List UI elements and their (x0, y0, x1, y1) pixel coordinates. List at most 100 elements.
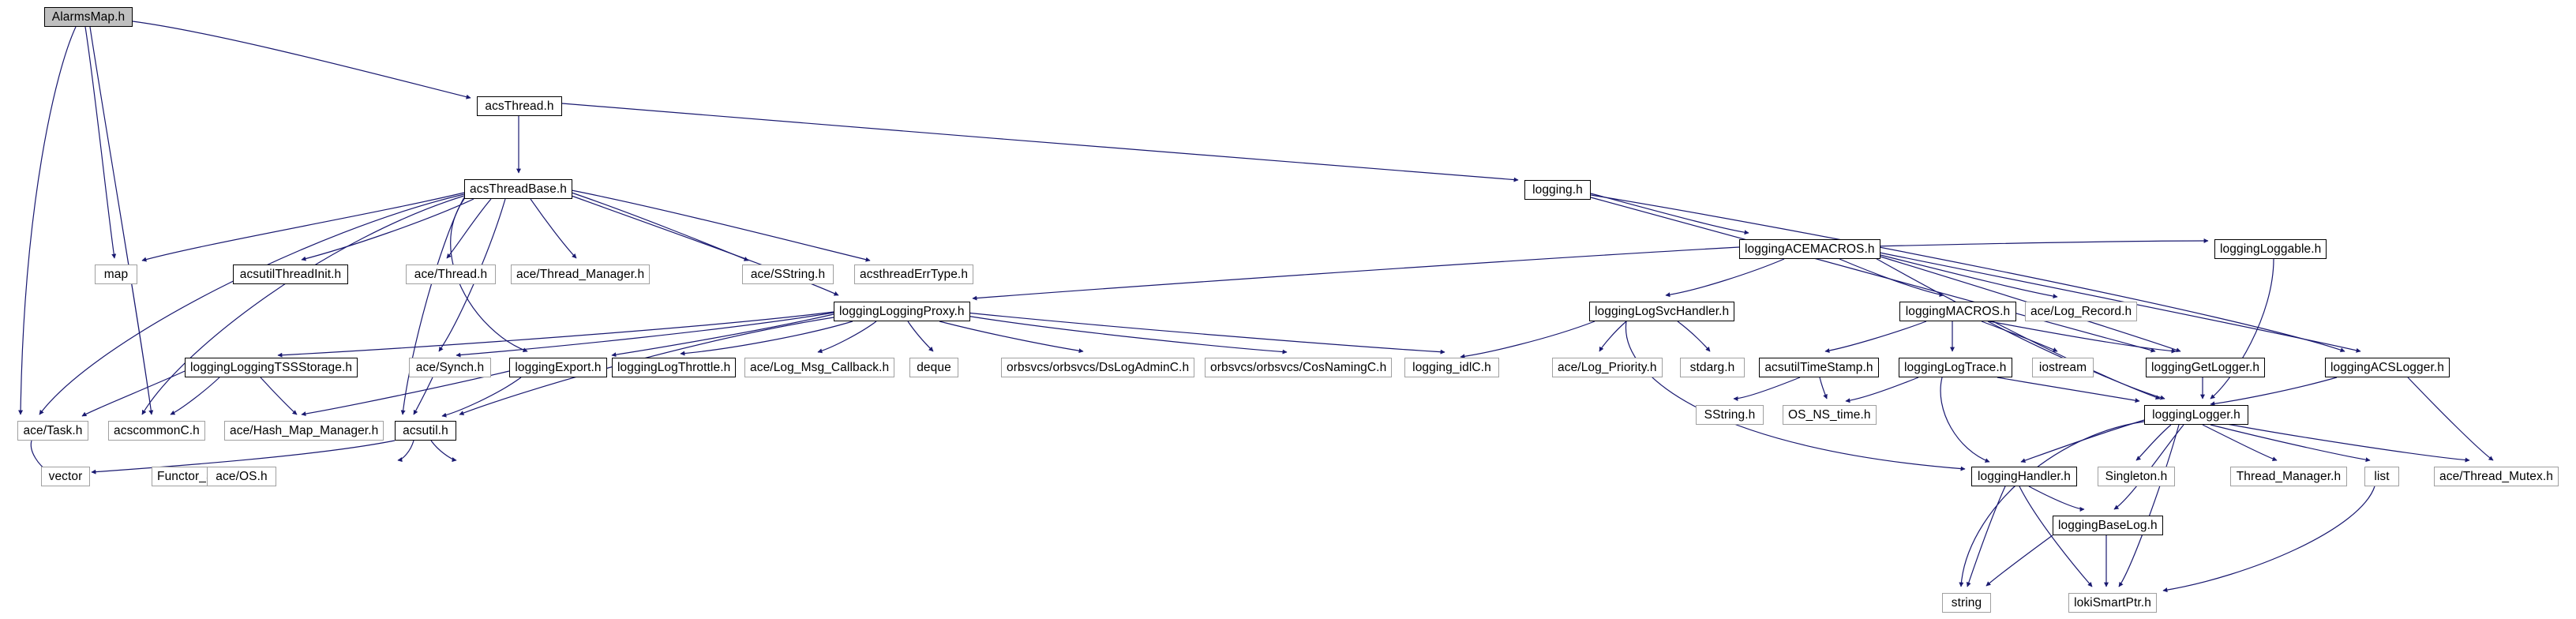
graph-node-label: loggingLoggable.h (2220, 242, 2322, 256)
graph-node-logginglogsvchandler[interactable]: loggingLogSvcHandler.h (1589, 302, 1735, 321)
graph-edge (571, 189, 871, 262)
graph-node-label: string (1951, 595, 1982, 610)
graph-node-ace-synch[interactable]: ace/Synch.h (409, 358, 491, 377)
graph-node-logging-idlc[interactable]: logging_idlC.h (1404, 358, 1499, 377)
graph-node-logginglogger[interactable]: loggingLogger.h (2144, 405, 2248, 425)
graph-node-ace-hash-map-manager[interactable]: ace/Hash_Map_Manager.h (224, 421, 384, 441)
graph-edge (301, 198, 474, 261)
graph-edge (530, 198, 577, 259)
graph-node-acsutiltimestamp[interactable]: acsutilTimeStamp.h (1759, 358, 1879, 377)
graph-node-loggingacslogger[interactable]: loggingACSLogger.h (2325, 358, 2450, 377)
graph-edge (1625, 321, 1966, 471)
graph-edge (132, 21, 471, 99)
graph-edge (413, 377, 433, 415)
graph-node-label: loggingLogTrace.h (1904, 360, 2007, 374)
graph-node-logginggetlogger[interactable]: loggingGetLogger.h (2146, 358, 2266, 377)
graph-node-dslogadminc[interactable]: orbsvcs/orbsvcs/DsLogAdminC.h (1001, 358, 1195, 377)
graph-node-acscommonc[interactable]: acscommonC.h (108, 421, 205, 441)
graph-node-ace-os[interactable]: ace/OS.h (207, 467, 276, 486)
graph-node-ace-thread-mutex[interactable]: ace/Thread_Mutex.h (2434, 467, 2559, 486)
graph-node-ace-log-record[interactable]: ace/Log_Record.h (2025, 302, 2138, 321)
graph-node-label: ace/Thread_Manager.h (516, 267, 645, 281)
graph-node-label: logging_idlC.h (1412, 360, 1491, 374)
graph-edge (277, 311, 834, 358)
graph-node-ace-sstring[interactable]: ace/SString.h (742, 264, 834, 284)
graph-node-label: acsutilThreadInit.h (239, 267, 342, 281)
graph-node-acsutil[interactable]: acsutil.h (395, 421, 456, 441)
graph-node-loggingloggable[interactable]: loggingLoggable.h (2214, 239, 2327, 259)
graph-node-loggingbaselog[interactable]: loggingBaseLog.h (2053, 516, 2163, 535)
graph-edge (438, 198, 506, 352)
graph-node-logging[interactable]: logging.h (1524, 180, 1591, 200)
graph-node-loggingloggingproxy[interactable]: loggingLoggingProxy.h (834, 302, 970, 321)
graph-node-list[interactable]: list (2364, 467, 2399, 486)
graph-node-loggingacemacros[interactable]: loggingACEMACROS.h (1739, 239, 1880, 259)
graph-edge (141, 195, 465, 415)
graph-node-loggingexport[interactable]: loggingExport.h (509, 358, 607, 377)
graph-node-ace-thread-manager[interactable]: ace/Thread_Manager.h (511, 264, 651, 284)
graph-node-acsthreadbase[interactable]: acsThreadBase.h (464, 179, 572, 199)
graph-node-label: loggingACSLogger.h (2330, 360, 2444, 374)
graph-edge (2202, 424, 2278, 462)
graph-edge (1870, 252, 2058, 299)
graph-edge (817, 321, 877, 354)
graph-edge (1839, 258, 1944, 297)
graph-edge (2028, 486, 2085, 512)
graph-node-label: loggingLoggingProxy.h (839, 304, 965, 318)
graph-node-label: loggingMACROS.h (1905, 304, 2011, 318)
graph-edge (2210, 424, 2371, 463)
graph-node-label: orbsvcs/orbsvcs/DsLogAdminC.h (1007, 360, 1190, 374)
graph-node-cosnamingc[interactable]: orbsvcs/orbsvcs/CosNamingC.h (1205, 358, 1393, 377)
graph-edge (972, 246, 1740, 301)
graph-node-label: deque (917, 360, 951, 374)
graph-node-label: ace/Synch.h (415, 360, 485, 374)
graph-node-label: AlarmsMap.h (51, 9, 126, 24)
graph-node-loggingmacros[interactable]: loggingMACROS.h (1899, 302, 2016, 321)
graph-node-acsutilthreadinit[interactable]: acsutilThreadInit.h (233, 264, 348, 284)
graph-node-label: logging.h (1532, 182, 1583, 197)
graph-node-alarmsmap[interactable]: AlarmsMap.h (44, 7, 133, 27)
graph-node-label: map (103, 267, 129, 281)
graph-node-label: vector (48, 469, 83, 483)
graph-node-map[interactable]: map (95, 264, 137, 284)
graph-edge (456, 312, 834, 358)
graph-node-ace-log-priority[interactable]: ace/Log_Priority.h (1552, 358, 1663, 377)
graph-edge (1940, 377, 1990, 463)
graph-node-iostream[interactable]: iostream (2032, 358, 2094, 377)
graph-node-os-ns-time[interactable]: OS_NS_time.h (1783, 405, 1877, 425)
graph-node-logginghandler[interactable]: loggingHandler.h (1971, 467, 2077, 486)
graph-edge (2210, 258, 2274, 400)
graph-node-thread-manager[interactable]: Thread_Manager.h (2230, 467, 2347, 486)
graph-node-ace-thread[interactable]: ace/Thread.h (406, 264, 496, 284)
graph-node-label: loggingGetLogger.h (2151, 360, 2260, 374)
graph-node-label: ace/Thread.h (414, 267, 488, 281)
graph-node-label: OS_NS_time.h (1788, 407, 1871, 422)
graph-node-deque[interactable]: deque (909, 358, 958, 377)
graph-node-label: acsThread.h (485, 99, 554, 113)
graph-node-ace-log-msg-callback[interactable]: ace/Log_Msg_Callback.h (744, 358, 895, 377)
graph-edge (1985, 535, 2053, 587)
graph-node-lokismartptr[interactable]: lokiSmartPtr.h (2068, 593, 2157, 613)
graph-edge (1590, 194, 2345, 353)
graph-node-loggingloggingtssstorage[interactable]: loggingLoggingTSSStorage.h (185, 358, 358, 377)
graph-edge (18, 26, 77, 415)
graph-edge (450, 198, 528, 352)
graph-edge (397, 440, 414, 463)
graph-node-logginglogtrace[interactable]: loggingLogTrace.h (1899, 358, 2012, 377)
graph-node-singleton[interactable]: Singleton.h (2098, 467, 2175, 486)
graph-node-logginglogthrottle[interactable]: loggingLogThrottle.h (612, 358, 737, 377)
graph-node-stdarg[interactable]: stdarg.h (1680, 358, 1745, 377)
graph-node-ace-task[interactable]: ace/Task.h (17, 421, 88, 441)
graph-edge (81, 370, 186, 417)
graph-edge (966, 312, 1445, 355)
graph-node-string[interactable]: string (1942, 593, 1991, 613)
graph-edge (400, 197, 465, 415)
graph-node-sstring[interactable]: SString.h (1696, 405, 1764, 425)
graph-node-label: acsthreadErrType.h (860, 267, 969, 281)
graph-edge (571, 195, 839, 296)
graph-node-label: loggingExport.h (515, 360, 602, 374)
graph-node-acsthreaderrtype[interactable]: acsthreadErrType.h (854, 264, 974, 284)
graph-node-acsthread[interactable]: acsThread.h (477, 96, 562, 116)
graph-edge (260, 377, 298, 415)
graph-node-vector[interactable]: vector (41, 467, 90, 486)
